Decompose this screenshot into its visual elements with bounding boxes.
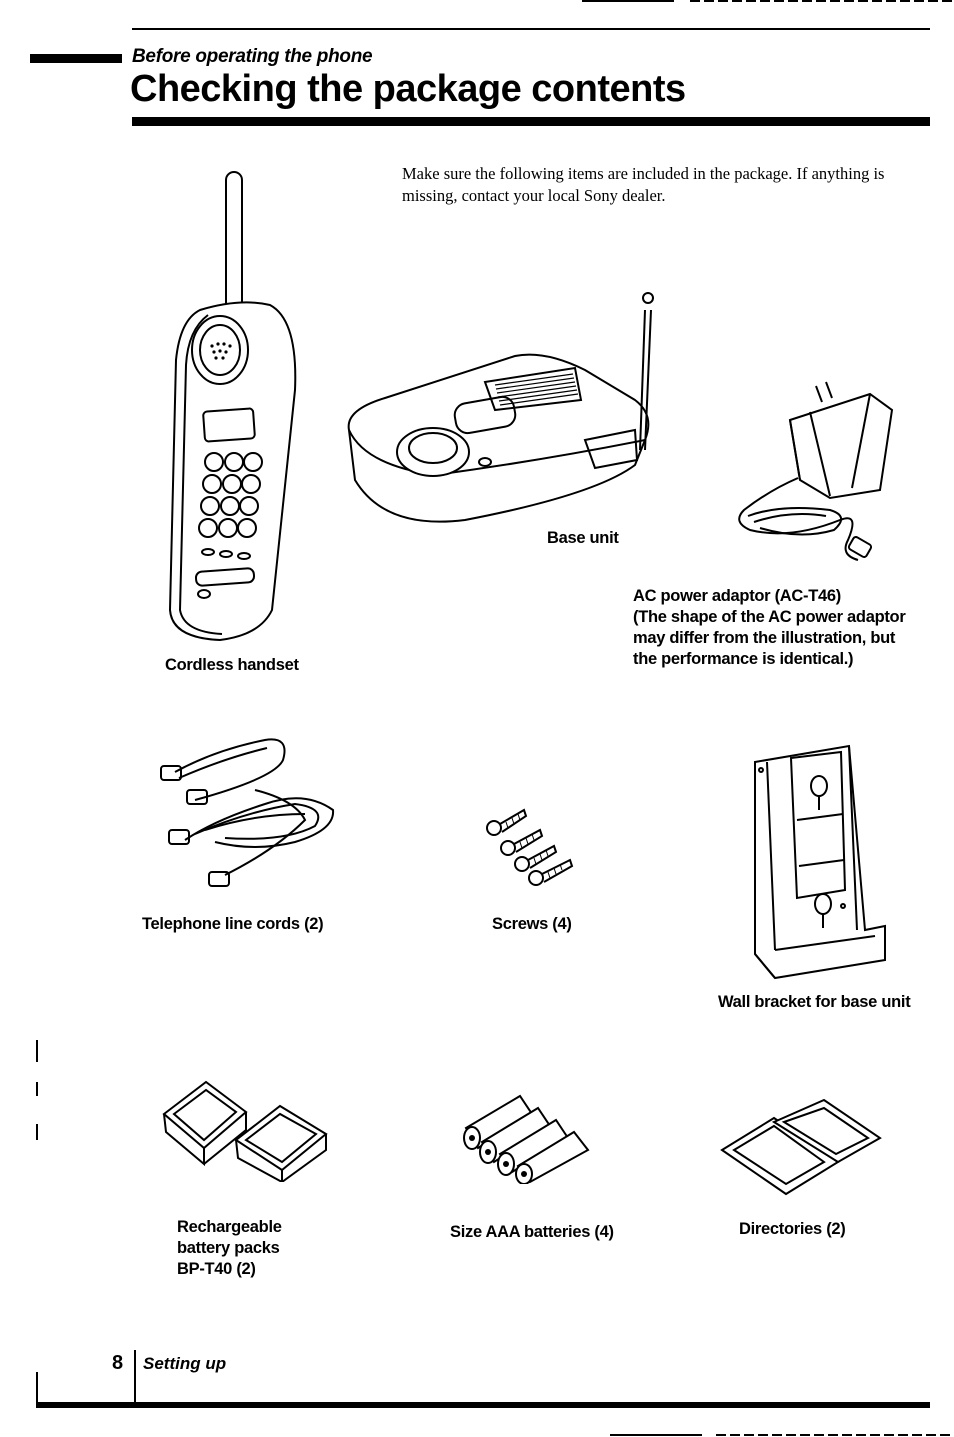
caption-aaa-batteries: Size AAA batteries (4) [450,1223,614,1241]
footer-divider [134,1350,136,1406]
cordless-handset-icon [168,171,297,642]
margin-mark [36,1082,38,1096]
caption-ac-adaptor-line1: AC power adaptor (AC-T46) [633,587,841,605]
footer-section-name: Setting up [143,1354,227,1373]
caption-ac-adaptor-line2: (The shape of the AC power adaptor [633,608,906,626]
screws-icon [486,808,574,886]
title-underline [132,117,930,126]
caption-ac-adaptor: AC power adaptor (AC-T46) (The shape of … [633,586,906,670]
caption-battery-packs: Rechargeable battery packs BP-T40 (2) [177,1217,282,1280]
footer-rule [36,1402,930,1408]
aaa-battery-icon [463,1094,590,1184]
top-rule-left [582,0,674,2]
section-label: Before operating the phone [132,46,373,67]
bottom-rule-left [610,1434,702,1436]
page-number: 8 [112,1352,124,1374]
caption-screws: Screws (4) [492,915,572,933]
top-rule-right [690,0,954,2]
caption-ac-adaptor-line4: the performance is identical.) [633,650,854,668]
caption-cordless-handset: Cordless handset [165,656,299,674]
caption-base-unit: Base unit [547,529,619,547]
caption-battery-packs-line2: battery packs [177,1239,280,1257]
bottom-rule-right [716,1434,954,1436]
caption-ac-adaptor-line3: may differ from the illustration, but [633,629,896,647]
caption-battery-packs-line1: Rechargeable [177,1218,282,1236]
ac-adaptor-icon [738,381,894,561]
caption-battery-packs-line3: BP-T40 (2) [177,1260,256,1278]
directory-card-icon [720,1098,882,1196]
page-title: Checking the package contents [130,68,686,110]
telephone-cord-icon [160,738,335,887]
caption-telephone-cords: Telephone line cords (2) [142,915,324,933]
margin-mark [36,1124,38,1140]
caption-wall-bracket: Wall bracket for base unit [718,993,911,1011]
footer-left-tick [36,1372,38,1408]
header-thin-rule [132,28,930,30]
caption-directories: Directories (2) [739,1220,846,1238]
section-marker-bar [30,54,122,63]
wall-bracket-icon [754,744,886,980]
intro-text: Make sure the following items are includ… [402,164,885,205]
margin-mark [36,1040,38,1062]
base-unit-icon [347,292,654,523]
battery-pack-icon [162,1080,328,1182]
